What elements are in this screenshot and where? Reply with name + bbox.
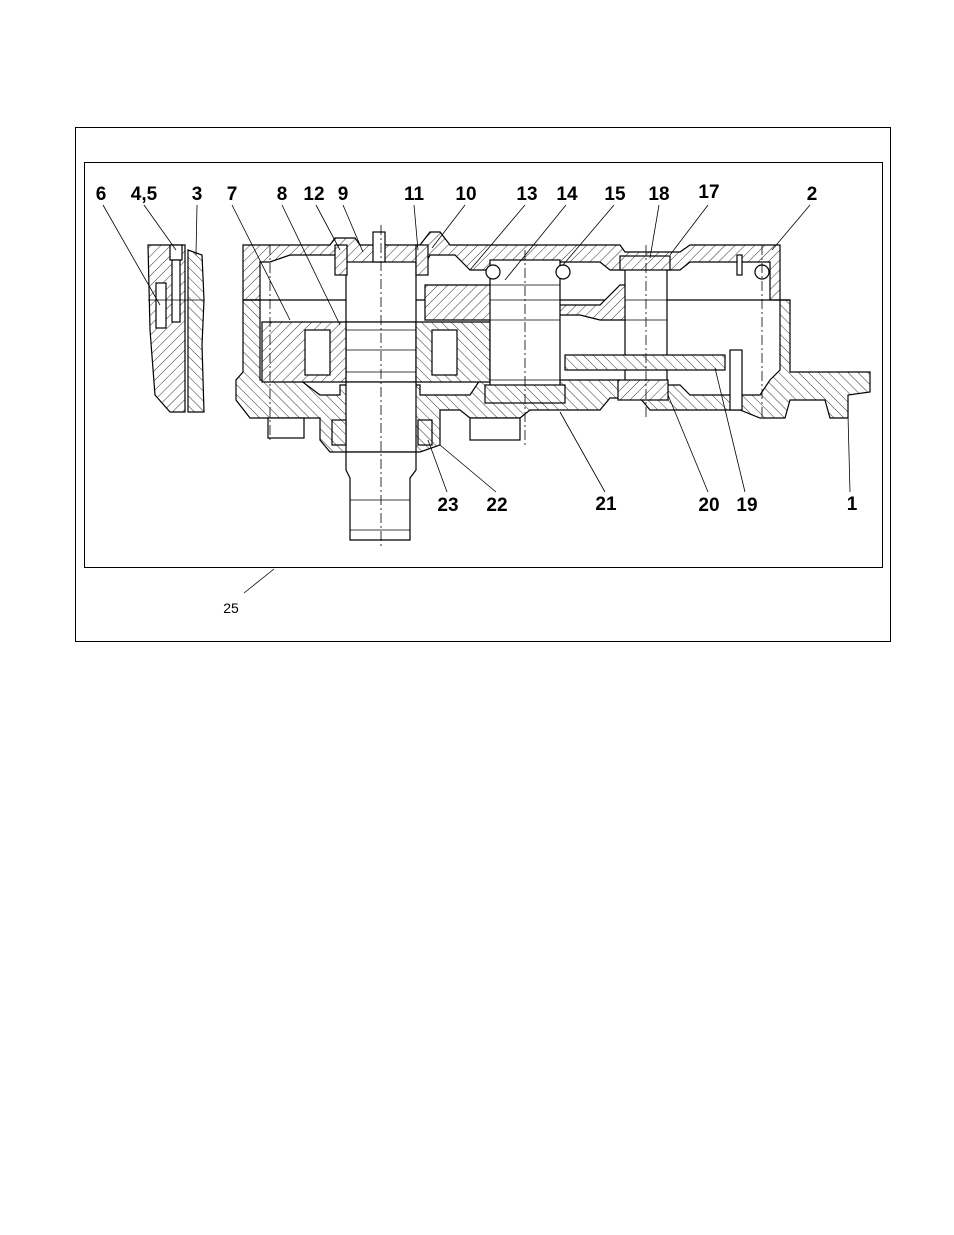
callout-2: 2	[807, 184, 818, 205]
callout-22: 22	[486, 495, 507, 516]
callout-6: 6	[96, 184, 107, 205]
callout-19: 19	[736, 495, 757, 516]
callout-21: 21	[595, 494, 617, 515]
callout-14: 14	[556, 184, 578, 205]
callout-18: 18	[648, 184, 669, 205]
callout-8: 8	[277, 184, 288, 205]
callout-20: 20	[698, 495, 719, 516]
callout-12: 12	[303, 184, 324, 205]
callout-11: 11	[404, 184, 425, 205]
callout-13: 13	[516, 184, 537, 205]
callout-23: 23	[437, 495, 458, 516]
callout-3: 3	[192, 184, 203, 205]
callout-9: 9	[338, 184, 349, 205]
callout-17: 17	[698, 182, 719, 203]
end-cover	[148, 245, 204, 412]
callout-1: 1	[847, 494, 858, 515]
callout-4-5: 4,5	[131, 184, 158, 205]
callout-7: 7	[227, 184, 238, 205]
callout-10: 10	[455, 184, 476, 205]
callout-15: 15	[604, 184, 626, 205]
reference-label-25: 25	[223, 600, 239, 616]
